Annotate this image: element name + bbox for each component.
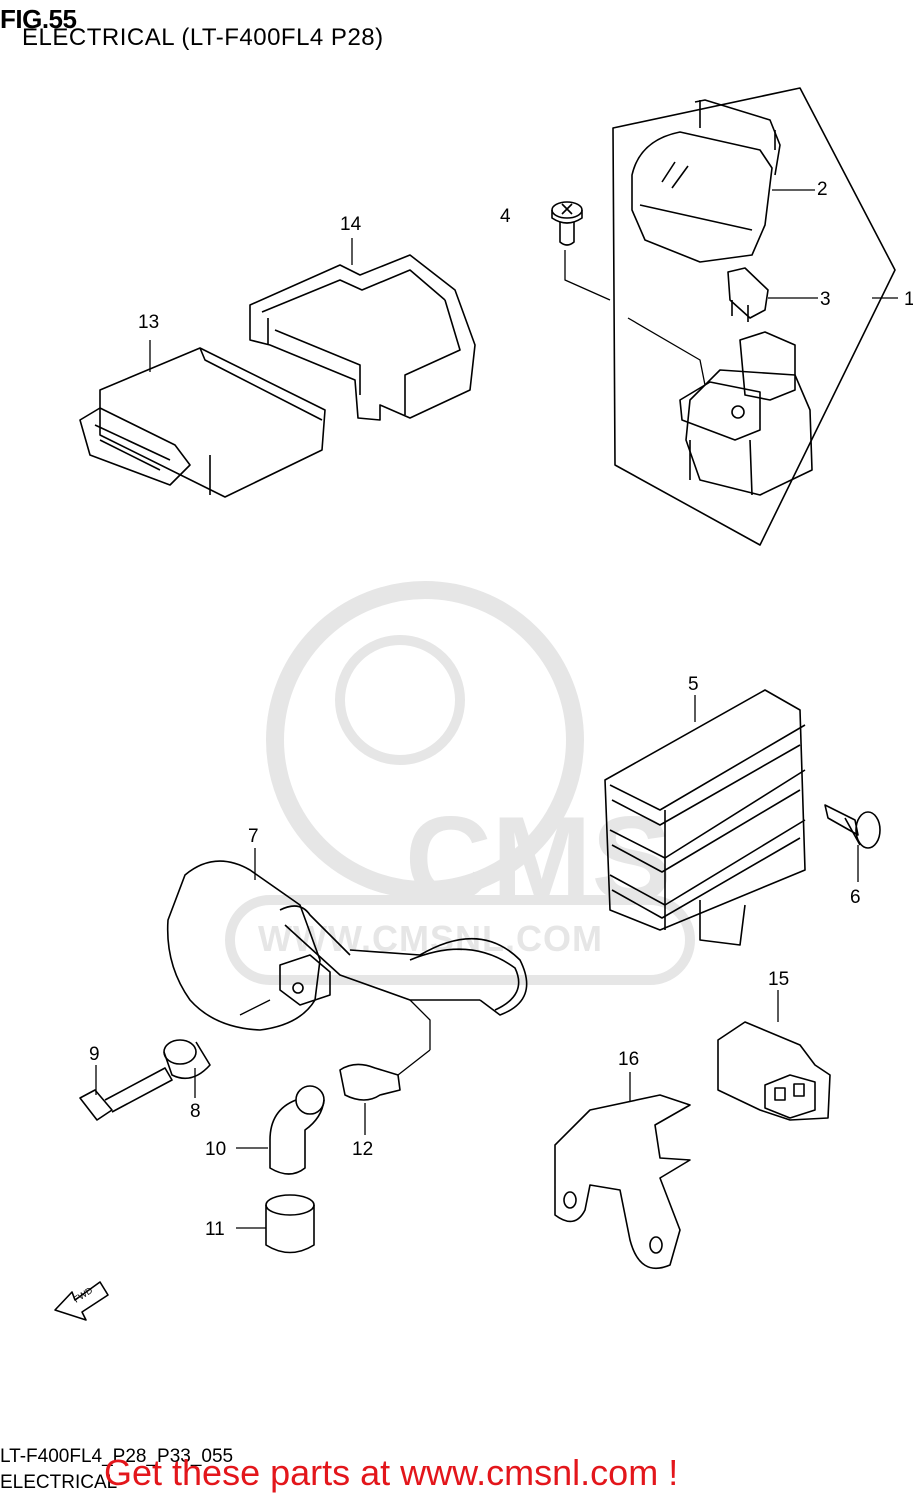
- part-1-relay: [679, 331, 813, 496]
- figure-number: FIG.55: [0, 4, 77, 34]
- callout-3: 3: [820, 289, 831, 310]
- callout-16: 16: [618, 1049, 639, 1070]
- callout-15: 15: [768, 969, 789, 990]
- promo-link[interactable]: Get these parts at www.cmsnl.com !: [104, 1452, 679, 1493]
- part-1-frame: [612, 87, 896, 546]
- callout-2: 2: [817, 179, 828, 200]
- part-6-bolt: [824, 804, 881, 849]
- part-9-bolt: [79, 1067, 173, 1121]
- leader-lines: [95, 189, 898, 1229]
- callout-12: 12: [352, 1139, 373, 1160]
- part-16-bracket: [554, 1094, 691, 1270]
- callout-13: 13: [138, 312, 159, 333]
- callout-11: 11: [205, 1219, 225, 1240]
- fwd-arrow-icon: [54, 1281, 109, 1321]
- callout-10: 10: [205, 1139, 226, 1160]
- part-11-cover: [265, 1194, 315, 1254]
- part-3-fuse: [727, 267, 769, 322]
- callout-7: 7: [248, 826, 259, 847]
- diagram-code: LT-F400FL4_P28_P33_055: [0, 1446, 234, 1467]
- part-4-screw: [551, 201, 583, 246]
- part-8-spacer: [163, 1039, 211, 1080]
- part-12-cap: [339, 1063, 401, 1101]
- part-7-ignition-coil: [166, 860, 528, 1031]
- callout-5: 5: [688, 674, 699, 695]
- callout-1: 1: [904, 289, 913, 310]
- callout-9: 9: [89, 1044, 100, 1065]
- part-14-boot: [249, 254, 476, 421]
- callout-labels: 1 2 3 4 5 6 7 8 9 10 11 12 13 14 15 16: [89, 179, 913, 1240]
- callout-14: 14: [340, 214, 362, 235]
- callout-8: 8: [190, 1101, 201, 1122]
- part-15-connector: [717, 1021, 831, 1121]
- part-2-cover: [631, 99, 781, 263]
- watermark-logo: [225, 581, 695, 985]
- part-13-ecu: [79, 347, 326, 498]
- diagram-subtitle: ELECTRICAL (LT-F400FL4 P28): [22, 24, 384, 51]
- part-10-plug-cap: [269, 1085, 325, 1175]
- callout-4: 4: [500, 206, 511, 227]
- part-5-regulator: [604, 689, 806, 946]
- callout-6: 6: [850, 887, 861, 908]
- section-label: ELECTRICAL: [0, 1472, 118, 1493]
